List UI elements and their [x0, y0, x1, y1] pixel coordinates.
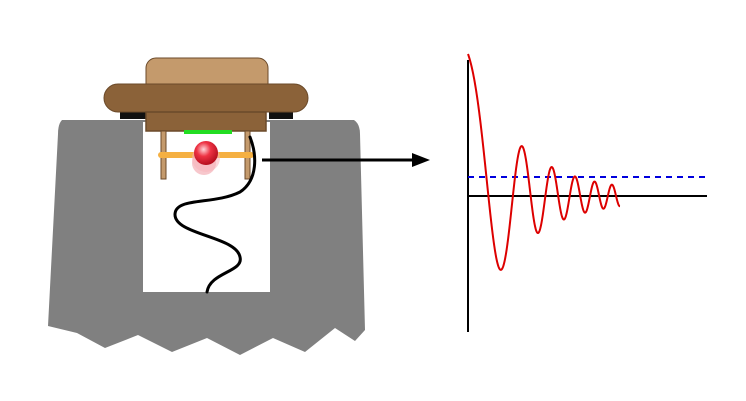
apparatus — [48, 57, 365, 355]
signal-graph — [467, 53, 707, 332]
sample-strip — [184, 130, 232, 134]
arrow-head — [412, 153, 430, 167]
signal-wire — [173, 135, 257, 294]
output-arrow — [262, 153, 430, 167]
lid-base — [103, 83, 309, 113]
right-gasket — [269, 110, 293, 119]
ball — [194, 141, 218, 165]
signal-trace — [467, 53, 621, 271]
lid-plate — [145, 111, 267, 132]
left-gasket — [120, 110, 146, 119]
